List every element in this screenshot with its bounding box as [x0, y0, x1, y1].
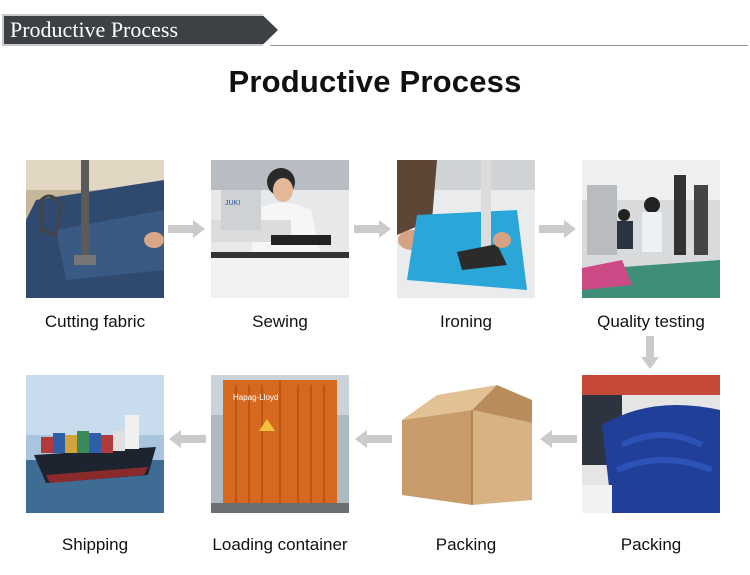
arrow-left-icon [354, 430, 392, 448]
page-title: Productive Process [0, 64, 750, 100]
ironing-photo [397, 160, 535, 298]
svg-text:JUKI: JUKI [225, 200, 240, 207]
loading-container-photo: Hapag-Lloyd [211, 375, 349, 513]
step-label-cutting-fabric: Cutting fabric [5, 312, 185, 332]
cutting-fabric-photo [26, 160, 164, 298]
packing-garments-photo [582, 375, 720, 513]
quality-testing-photo [582, 160, 720, 298]
arrow-right-icon [168, 220, 206, 238]
step-label-packing-box: Packing [376, 535, 556, 555]
shipping-photo [26, 375, 164, 513]
step-label-sewing: Sewing [190, 312, 370, 332]
step-label-loading-container: Loading container [190, 535, 370, 555]
sewing-photo: JUKI [211, 160, 349, 298]
carton-box-photo [397, 375, 535, 513]
arrow-left-icon [168, 430, 206, 448]
arrow-down-icon [641, 336, 659, 370]
svg-text:Hapag-Lloyd: Hapag-Lloyd [233, 393, 278, 402]
arrow-left-icon [539, 430, 577, 448]
banner-divider [270, 45, 748, 46]
step-label-ironing: Ironing [376, 312, 556, 332]
step-label-shipping: Shipping [5, 535, 185, 555]
step-label-packing-garments: Packing [561, 535, 741, 555]
arrow-right-icon [354, 220, 392, 238]
step-label-quality-testing: Quality testing [561, 312, 741, 332]
header-banner: Productive Process [0, 14, 750, 48]
banner-title: Productive Process [10, 17, 178, 43]
arrow-right-icon [539, 220, 577, 238]
